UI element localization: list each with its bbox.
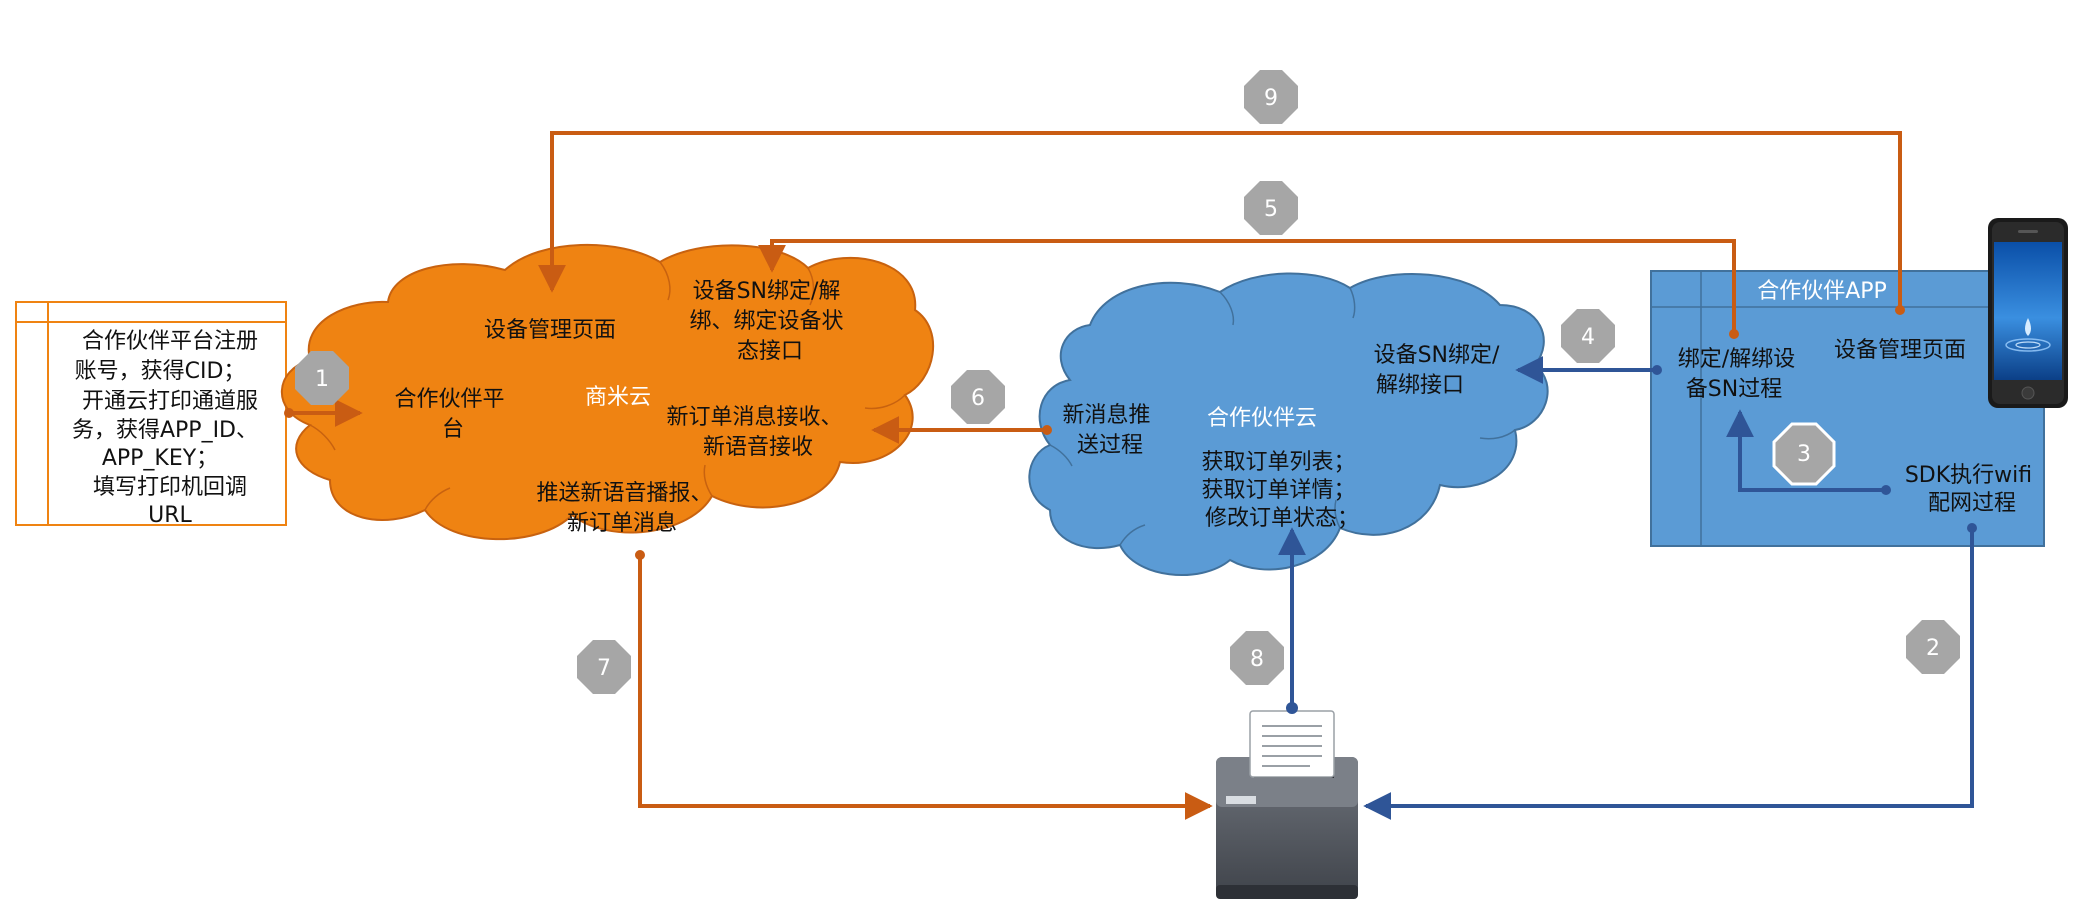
connector-1	[284, 399, 363, 427]
sunmi-device-mgmt-page: 设备管理页面	[484, 318, 616, 343]
svg-text:9: 9	[1264, 86, 1278, 111]
sunmi-cloud: 设备管理页面 合作伙伴平 台 商米云 设备SN绑定/解 绑、绑定设备状 态接口 …	[280, 243, 934, 541]
sunmi-push-voice: 推送新语音播报、 新订单消息	[536, 481, 719, 536]
partner-app-device-mgmt-page: 设备管理页面	[1834, 338, 1966, 363]
sunmi-partner-platform: 合作伙伴平 台	[394, 387, 511, 442]
svg-text:2: 2	[1926, 636, 1940, 661]
svg-text:4: 4	[1581, 325, 1595, 350]
step-badge-2: 2	[1906, 620, 1960, 674]
sunmi-sn-bind-api: 设备SN绑定/解 绑、绑定设备状 态接口	[689, 279, 850, 364]
svg-text:8: 8	[1250, 647, 1264, 672]
register-info-box: 合作伙伴平台注册 账号，获得CID； 开通云打印通道服 务，获得APP_ID、 …	[15, 301, 287, 528]
register-line-3: 开通云打印通道服	[82, 389, 258, 414]
smartphone-icon	[1988, 218, 2068, 408]
register-line-6: 填写打印机回调	[93, 475, 247, 500]
partner-app-bind-process: 绑定/解绑设 备SN过程	[1678, 347, 1802, 402]
connector-5	[758, 239, 1739, 339]
connector-6	[871, 416, 1052, 444]
register-line-2: 账号，获得CID；	[75, 359, 246, 384]
connector-8	[1278, 527, 1306, 714]
connector-9	[538, 131, 1905, 315]
register-line-5: APP_KEY；	[102, 446, 218, 471]
register-line-7: URL	[148, 503, 192, 528]
svg-text:7: 7	[597, 656, 611, 681]
partner-app-title: 合作伙伴APP	[1757, 279, 1887, 304]
partner-sn-bind-api: 设备SN绑定/ 解绑接口	[1374, 343, 1507, 398]
register-line-1: 合作伙伴平台注册	[82, 329, 258, 354]
sunmi-new-order-receive: 新订单消息接收、 新语音接收	[666, 405, 849, 460]
connector-3	[1726, 409, 1891, 495]
step-badge-4: 4	[1561, 309, 1615, 363]
step-badge-5: 5	[1244, 181, 1298, 235]
step-badge-8: 8	[1230, 631, 1284, 685]
svg-text:3: 3	[1797, 442, 1811, 467]
step-badge-7: 7	[577, 640, 631, 694]
sunmi-cloud-title: 商米云	[585, 385, 651, 410]
step-badge-9: 9	[1244, 70, 1298, 124]
partner-cloud: 合作伙伴云 新消息推 送过程 设备SN绑定/ 解绑接口 获取订单列表； 获取订单…	[1028, 272, 1549, 577]
svg-text:1: 1	[315, 367, 329, 392]
connector-7	[635, 550, 1213, 820]
partner-order-ops: 获取订单列表； 获取订单详情； 修改订单状态；	[1201, 450, 1362, 531]
svg-text:5: 5	[1264, 197, 1278, 222]
partner-cloud-title: 合作伙伴云	[1207, 406, 1317, 431]
partner-app-box: 合作伙伴APP 绑定/解绑设 备SN过程 设备管理页面 SDK执行wifi 配网…	[1650, 270, 2045, 547]
svg-text:6: 6	[971, 386, 985, 411]
step-badge-6: 6	[951, 370, 1005, 424]
partner-push-process: 新消息推 送过程	[1062, 403, 1157, 458]
printer-icon	[1216, 710, 1358, 899]
connector-2	[1363, 523, 1977, 820]
connector-4	[1515, 356, 1662, 384]
step-badge-3: 3	[1772, 422, 1836, 486]
step-badge-1: 1	[295, 351, 349, 405]
partner-app-sdk-wifi: SDK执行wifi 配网过程	[1905, 463, 2039, 516]
register-line-4: 务，获得APP_ID、	[72, 418, 258, 443]
